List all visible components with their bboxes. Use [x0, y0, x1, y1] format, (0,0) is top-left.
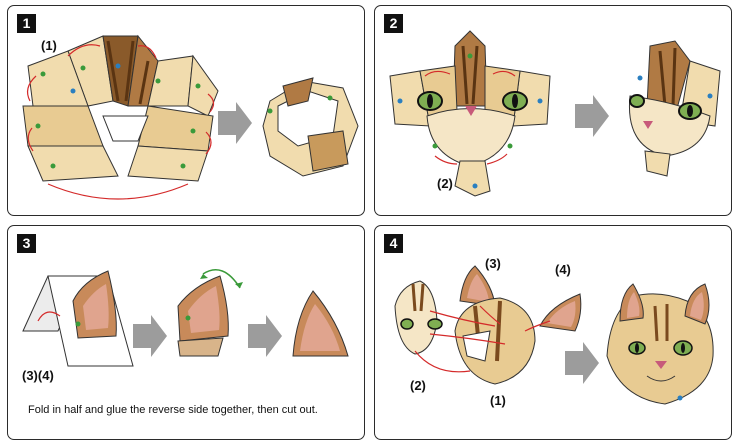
- assembled-head-back: [262, 77, 359, 177]
- face-part: [394, 280, 443, 355]
- step-3-panel: 3 (3)(4) Fold in half and glue the rever…: [7, 225, 365, 440]
- step-1-panel: 1 (1): [7, 5, 365, 216]
- ear-piece-folding: [177, 269, 243, 357]
- step-1-illustration: [22, 34, 359, 200]
- instruction-text: Fold in half and glue the reverse side t…: [28, 404, 318, 416]
- head-template-flat: [22, 34, 219, 182]
- next-step-arrow: [575, 95, 609, 137]
- part-label: (2): [410, 378, 426, 393]
- face-template-flat: [389, 30, 551, 197]
- step-number: 2: [384, 14, 403, 33]
- ear-piece-finished: [292, 290, 349, 357]
- part-label: (4): [555, 262, 571, 277]
- part-label: (3): [485, 256, 501, 271]
- glue-tab-dots: [35, 63, 201, 169]
- next-step-arrow: [218, 102, 252, 144]
- step-2-panel: 2 (2): [374, 5, 732, 216]
- assembly-arrows: [414, 305, 551, 373]
- ear-part-right: [539, 293, 582, 332]
- part-label: (1): [490, 393, 506, 408]
- next-step-arrow: [565, 342, 599, 384]
- step-number: 3: [17, 234, 36, 253]
- assembled-face-side: [628, 40, 721, 177]
- part-label: (3)(4): [22, 368, 54, 383]
- step-3-illustration: [22, 269, 349, 367]
- finished-cat-head: [606, 283, 714, 405]
- part-label: (1): [41, 38, 57, 53]
- step-number: 1: [17, 14, 36, 33]
- step-4-panel: 4 (3) (4) (2) (1): [374, 225, 732, 440]
- step-2-illustration: [389, 30, 721, 197]
- part-label: (2): [437, 176, 453, 191]
- glue-connection-arrows: [26, 44, 215, 200]
- ear-part-left: [459, 265, 496, 307]
- step-number: 4: [384, 234, 403, 253]
- next-step-arrow: [248, 315, 282, 357]
- glue-connection-arrows: [424, 70, 516, 165]
- head-back-part: [454, 297, 536, 385]
- step-4-illustration: [394, 265, 714, 405]
- next-step-arrow: [133, 315, 167, 357]
- ear-piece-flat: [72, 270, 117, 339]
- glue-tab-dots: [397, 53, 543, 189]
